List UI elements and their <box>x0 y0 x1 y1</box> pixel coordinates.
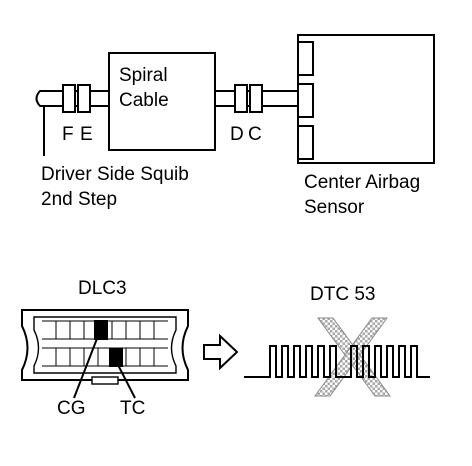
connector-f-label: F <box>62 124 74 145</box>
cg-leader-line <box>73 335 99 399</box>
dtc-cross-mark <box>314 317 391 397</box>
cg-label: CG <box>57 398 86 419</box>
sensor-label-line1: Center Airbag <box>304 172 420 193</box>
sensor-label-line2: Sensor <box>304 197 365 218</box>
sensor-connector-blocks <box>297 41 314 160</box>
dtc-title: DTC 53 <box>310 284 375 305</box>
connector-d-label: D <box>230 124 244 145</box>
spiral-cable-box <box>108 52 216 151</box>
dlc3-title: DLC3 <box>78 278 127 299</box>
connector-c-label: C <box>248 124 262 145</box>
connector-e-label: E <box>80 124 93 145</box>
tc-terminal <box>109 348 123 367</box>
squib-label-line1: Driver Side Squib <box>41 164 189 185</box>
dlc3-connector <box>21 309 189 385</box>
arrow-right-icon <box>203 333 239 371</box>
center-airbag-sensor-box <box>297 34 435 164</box>
squib-label-line2: 2nd Step <box>41 189 117 210</box>
connector-dc <box>234 84 263 113</box>
cg-terminal <box>94 320 108 340</box>
tc-label: TC <box>120 398 145 419</box>
spiral-cable-label-line1: Spiral <box>119 65 168 86</box>
connector-fe <box>62 84 91 113</box>
dtc-waveform <box>244 345 430 378</box>
tc-leader-line <box>115 360 136 399</box>
spiral-cable-label-line2: Cable <box>119 90 169 111</box>
